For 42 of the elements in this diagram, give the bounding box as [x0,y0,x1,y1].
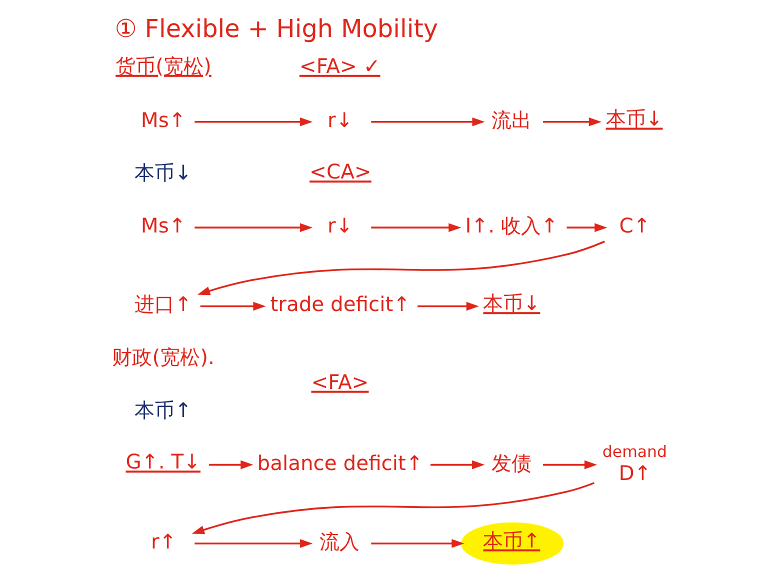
diagram-title: ① Flexible + High Mobility [114,14,438,44]
arrow [417,302,478,311]
node-text: r↓ [327,108,352,132]
node-text: Ms↑ [140,214,186,238]
arrow [196,240,604,296]
node-text: I↑. 收入↑ [464,214,558,238]
node-text: 流出 [491,108,532,132]
label: 货币(宽松) [115,54,211,78]
arrow [430,460,484,470]
arrow [542,117,602,126]
arrow [370,223,461,232]
node-text: C↑ [618,214,650,238]
arrow [194,539,312,548]
node-label: demand [602,442,666,462]
node-text: r↓ [327,214,352,238]
node-text: 流入 [319,529,360,554]
node-text: 发债 [491,450,532,475]
node-text: balance deficit↑ [256,450,422,475]
node-ellipse: 本币↑ [460,522,564,565]
arrow [370,539,464,548]
label: 财政(宽松). [112,345,214,370]
arrow [208,460,253,470]
node-text: G↑. T↓ [125,450,200,474]
arrow [194,223,312,232]
arrow [194,117,312,126]
arrow [370,117,484,126]
node-text: trade deficit↑ [270,292,410,316]
node-text: 本币↓ [605,106,662,131]
arrow [200,302,266,311]
label: <FA> [310,370,368,394]
label: <FA> ✓ [298,54,380,78]
node-text: 进口↑ [134,292,192,316]
arrow [542,460,597,470]
node-text: 本币↓ [482,291,540,316]
node-text: Ms↑ [140,108,186,132]
node-text: D↑ [618,460,651,485]
label: 本币↑ [134,398,192,422]
label: <CA> [309,160,371,184]
arrow [191,482,594,534]
node-text: r↑ [150,529,176,554]
arrow [566,223,607,232]
label: 本币↓ [134,160,192,185]
